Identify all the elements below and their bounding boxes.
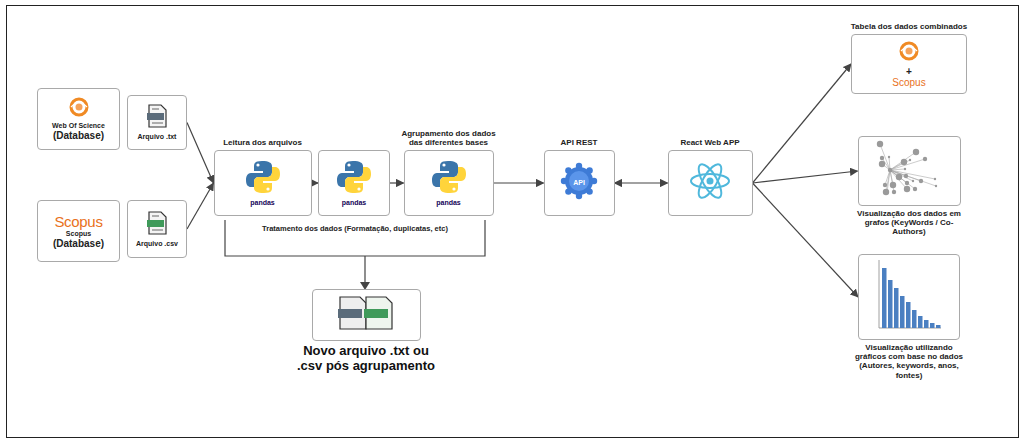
node-heading: Visualização dos dados em grafos (KeyWor… [849,209,969,237]
flow-connector [753,171,858,183]
node-heading: Agrupamento dos dados das diferentes bas… [401,129,497,147]
flow-connector [390,182,404,183]
node-heading: Tabela dos dados combinados [834,22,984,31]
node-heading: React Web APP [665,138,755,147]
node-icon [897,40,921,66]
flow-connector [753,64,852,183]
file-box: Novo arquivo .txt ou .csv pós agrupament… [312,289,421,341]
node-text: API [573,179,585,187]
node-icon [336,293,396,337]
node-heading: Visualização utilizando gráficos com bas… [850,343,968,380]
node-icon [875,140,943,202]
output-box: Tabela dos dados combinados+Scopus [851,34,967,94]
file-box: Arquivo .txt [127,95,187,150]
node-icon [245,159,281,199]
node-icon [336,159,372,199]
node-text: pandas [436,199,461,207]
flow-connector [615,182,668,183]
app-box: React Web APP [668,150,753,216]
api-box: API RESTAPI [544,150,615,216]
outer-frame [7,6,1019,438]
output-box: Visualização dos dados em grafos (KeyWor… [858,136,961,206]
node-heading: Leitura dos arquivos [208,138,318,147]
node-icon [144,210,170,240]
node-text: + [906,66,912,78]
node-text: pandas [250,199,275,207]
node-text: Arquivo .csv [136,240,178,248]
flow-connector [753,183,859,297]
output-arrow [364,256,365,284]
flow-connector [187,183,214,229]
process-box: Agrupamento dos dados das diferentes bas… [404,150,494,216]
node-text: Arquivo .txt [138,133,177,141]
flow-connector [494,182,544,183]
process-box: pandas [318,150,390,216]
flow-connector [187,123,214,184]
node-text: (Database) [53,238,104,250]
node-icon [431,159,467,199]
node-heading: Novo arquivo .txt ou .csv pós agrupament… [296,344,436,374]
file-box: Arquivo .csv [127,200,187,258]
node-heading: API REST [544,138,614,147]
note-label: Tratamento dos dados (Formatação, duplic… [245,224,465,233]
node-text: Scopus [892,77,925,89]
node-text: Scopus [66,230,91,238]
node-text: Scopus [54,213,102,230]
database-box: ScopusScopus(Database) [37,200,120,262]
node-text: Web Of Science [52,122,105,130]
process-box: Leitura dos arquivospandas [214,150,312,216]
node-text: (Database) [53,130,104,142]
node-icon [67,96,91,122]
node-icon [144,103,170,133]
database-box: Web Of Science(Database) [37,88,120,150]
node-text: pandas [342,199,367,207]
node-icon [875,258,943,336]
node-icon [688,161,732,205]
grouping-bracket [225,220,485,256]
output-box: Visualização utilizando gráficos com bas… [858,254,960,340]
